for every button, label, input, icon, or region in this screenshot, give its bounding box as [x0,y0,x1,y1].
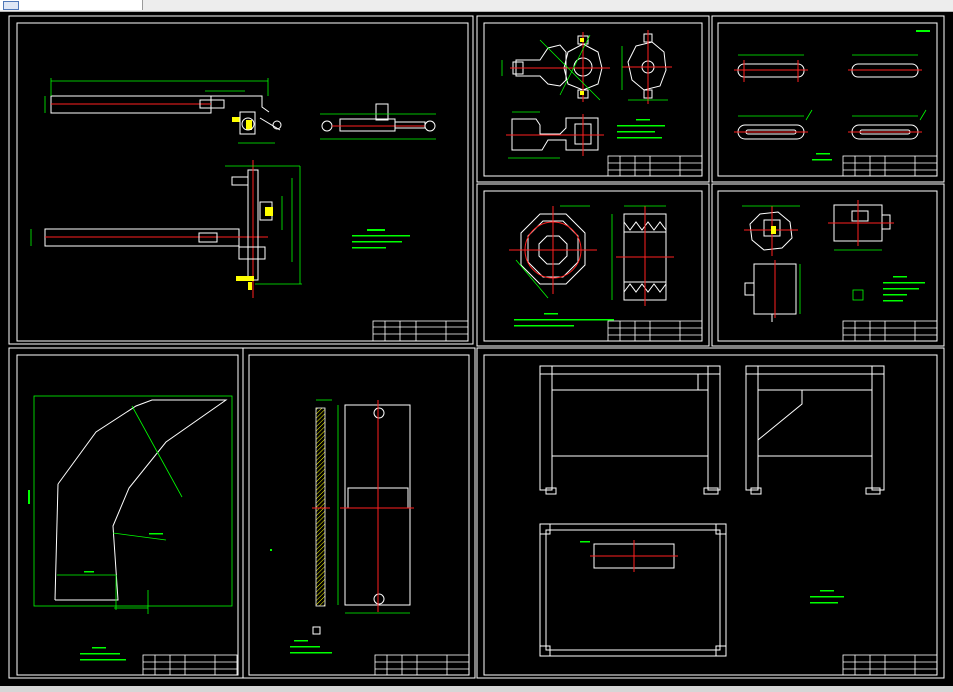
application-toolbar [0,0,953,12]
sheet-part-motor-housing[interactable] [711,183,945,347]
sheet-part-clamp-head[interactable] [476,15,710,183]
sheet-part-slotted-plates[interactable] [711,15,945,183]
sheet-part-long-plate[interactable] [242,347,476,679]
drawing-sheets [8,15,945,679]
drawing-file-icon[interactable] [3,1,19,10]
status-bar [0,686,953,692]
sheet-part-octagon-pulley[interactable] [476,183,710,347]
cad-drawing-canvas[interactable] [0,12,953,686]
sheet-part-bent-bracket[interactable] [8,347,244,679]
sheet-assembly-frame-stand[interactable] [476,347,945,679]
sheet-assembly-clamp-arm[interactable] [8,15,474,345]
document-tab[interactable] [0,0,143,10]
